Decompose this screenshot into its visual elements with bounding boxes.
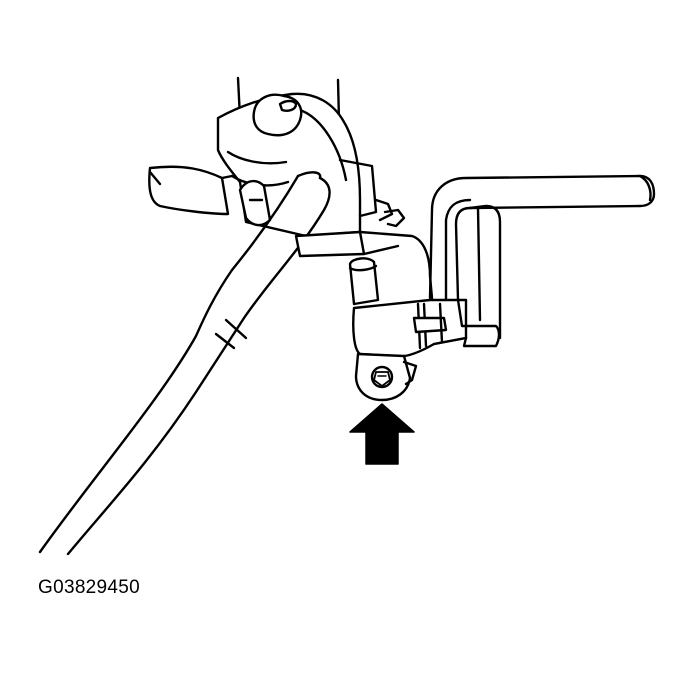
left-bracket [148, 165, 234, 216]
crankshaft-position-sensor [352, 298, 468, 358]
connector-latch [252, 93, 303, 137]
up-arrow-icon [349, 403, 415, 465]
sensor-stub [348, 257, 380, 306]
bolt-icon [370, 365, 394, 389]
wire-harness [38, 171, 331, 556]
sensor-lower-body [432, 336, 468, 346]
oil-pipe [428, 174, 656, 348]
figure-code: G03829450 [38, 577, 141, 598]
